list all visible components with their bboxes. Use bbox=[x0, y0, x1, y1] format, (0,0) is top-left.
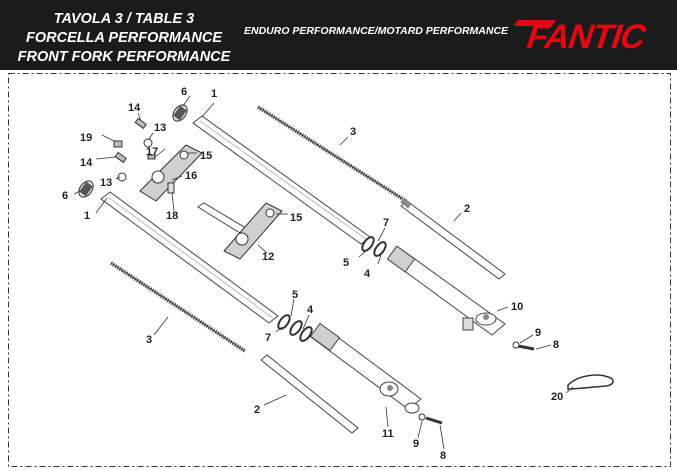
callout-8: 8 bbox=[440, 450, 446, 462]
part-5-4-lower-seals bbox=[277, 314, 313, 342]
callout-4: 4 bbox=[364, 268, 371, 280]
callout-13: 13 bbox=[100, 177, 112, 189]
leader-lines bbox=[73, 95, 574, 450]
part-10-outer-leg bbox=[386, 245, 506, 336]
callout-19: 19 bbox=[80, 132, 92, 144]
callout-7: 7 bbox=[383, 217, 389, 229]
callout-5: 5 bbox=[292, 289, 298, 301]
diagram-border bbox=[8, 73, 671, 467]
part-20-clip bbox=[567, 374, 614, 390]
callout-14: 14 bbox=[128, 102, 141, 114]
callout-15: 15 bbox=[200, 150, 212, 162]
logo-swoosh bbox=[514, 20, 556, 26]
part-1-lower-tube bbox=[100, 191, 279, 324]
callout-6: 6 bbox=[181, 86, 187, 98]
callout-12: 12 bbox=[262, 251, 274, 263]
part-6-top-caps bbox=[78, 104, 188, 198]
model-subtitle: ENDURO PERFORMANCE/MOTARD PERFORMANCE bbox=[244, 25, 509, 37]
callout-6: 6 bbox=[62, 190, 68, 202]
part-16-upper-clamp bbox=[139, 144, 203, 202]
callout-3: 3 bbox=[146, 334, 152, 346]
callout-9: 9 bbox=[535, 327, 541, 339]
header-bar: TAVOLA 3 / TABLE 3 FORCELLA PERFORMANCE … bbox=[0, 0, 677, 70]
callout-2: 2 bbox=[254, 404, 260, 416]
fantic-logo: FANTIC bbox=[514, 18, 652, 56]
callout-7: 7 bbox=[265, 332, 271, 344]
callout-14: 14 bbox=[80, 157, 93, 169]
callout-20: 20 bbox=[551, 391, 563, 403]
title-line-1: TAVOLA 3 / TABLE 3 bbox=[53, 11, 195, 27]
callout-2: 2 bbox=[464, 203, 470, 215]
part-5-4-upper-seals bbox=[361, 236, 387, 257]
part-2-upper-rod bbox=[400, 197, 506, 280]
callout-9: 9 bbox=[413, 438, 419, 450]
callout-8: 8 bbox=[553, 339, 559, 351]
title-line-3: FRONT FORK PERFORMANCE bbox=[17, 49, 231, 65]
callout-5: 5 bbox=[343, 257, 349, 269]
small-hardware bbox=[113, 117, 175, 194]
callout-1: 1 bbox=[84, 210, 90, 222]
callout-17: 17 bbox=[146, 146, 158, 158]
callout-18: 18 bbox=[166, 210, 178, 222]
callout-16: 16 bbox=[185, 170, 197, 182]
part-11-outer-leg bbox=[309, 322, 422, 414]
exploded-diagram: 6 1 3 14 13 19 15 17 14 13 16 6 1 18 15 … bbox=[8, 73, 671, 467]
part-8-9-screws bbox=[418, 341, 535, 425]
title-line-2: FORCELLA PERFORMANCE bbox=[25, 30, 222, 46]
callout-11: 11 bbox=[382, 428, 394, 440]
part-3-upper-spring bbox=[256, 105, 408, 203]
callout-3: 3 bbox=[350, 126, 356, 138]
callout-13: 13 bbox=[154, 122, 166, 134]
part-2-lower-rod bbox=[260, 354, 359, 434]
callout-1: 1 bbox=[211, 88, 217, 100]
callout-15: 15 bbox=[290, 212, 302, 224]
callout-4: 4 bbox=[307, 304, 314, 316]
part-12-lower-clamp bbox=[197, 202, 283, 260]
callout-10: 10 bbox=[511, 301, 523, 313]
part-3-lower-spring bbox=[109, 261, 247, 353]
callout-labels: 6 1 3 14 13 19 15 17 14 13 16 6 1 18 15 … bbox=[62, 86, 563, 462]
